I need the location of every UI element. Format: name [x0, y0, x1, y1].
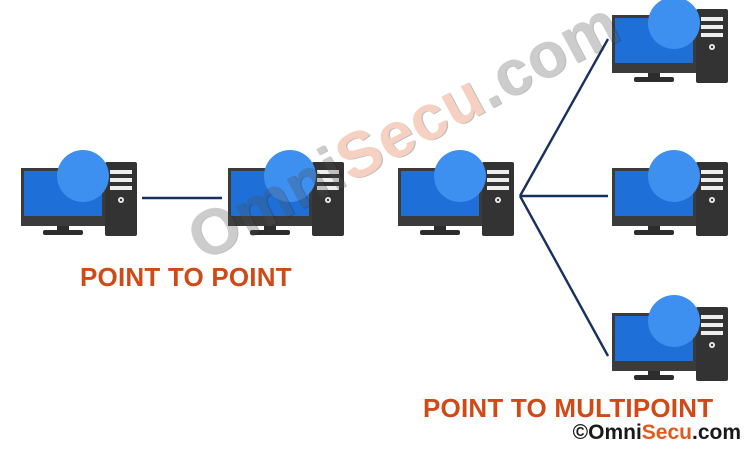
copyright-symbol: © [572, 421, 589, 444]
point-to-multipoint-caption: POINT TO MULTIPOINT [423, 393, 714, 423]
multipoint-link-top [518, 38, 610, 197]
desktop-computer-icon [612, 150, 728, 236]
multipoint-link-bottom [518, 195, 610, 357]
desktop-computer-icon [612, 295, 728, 381]
desktop-computer-icon [21, 150, 137, 236]
desktop-computer-icon [612, 0, 728, 83]
point-to-point-caption: POINT TO POINT [80, 262, 292, 292]
copyright-notice: ©OmniSecu.com [572, 421, 741, 444]
